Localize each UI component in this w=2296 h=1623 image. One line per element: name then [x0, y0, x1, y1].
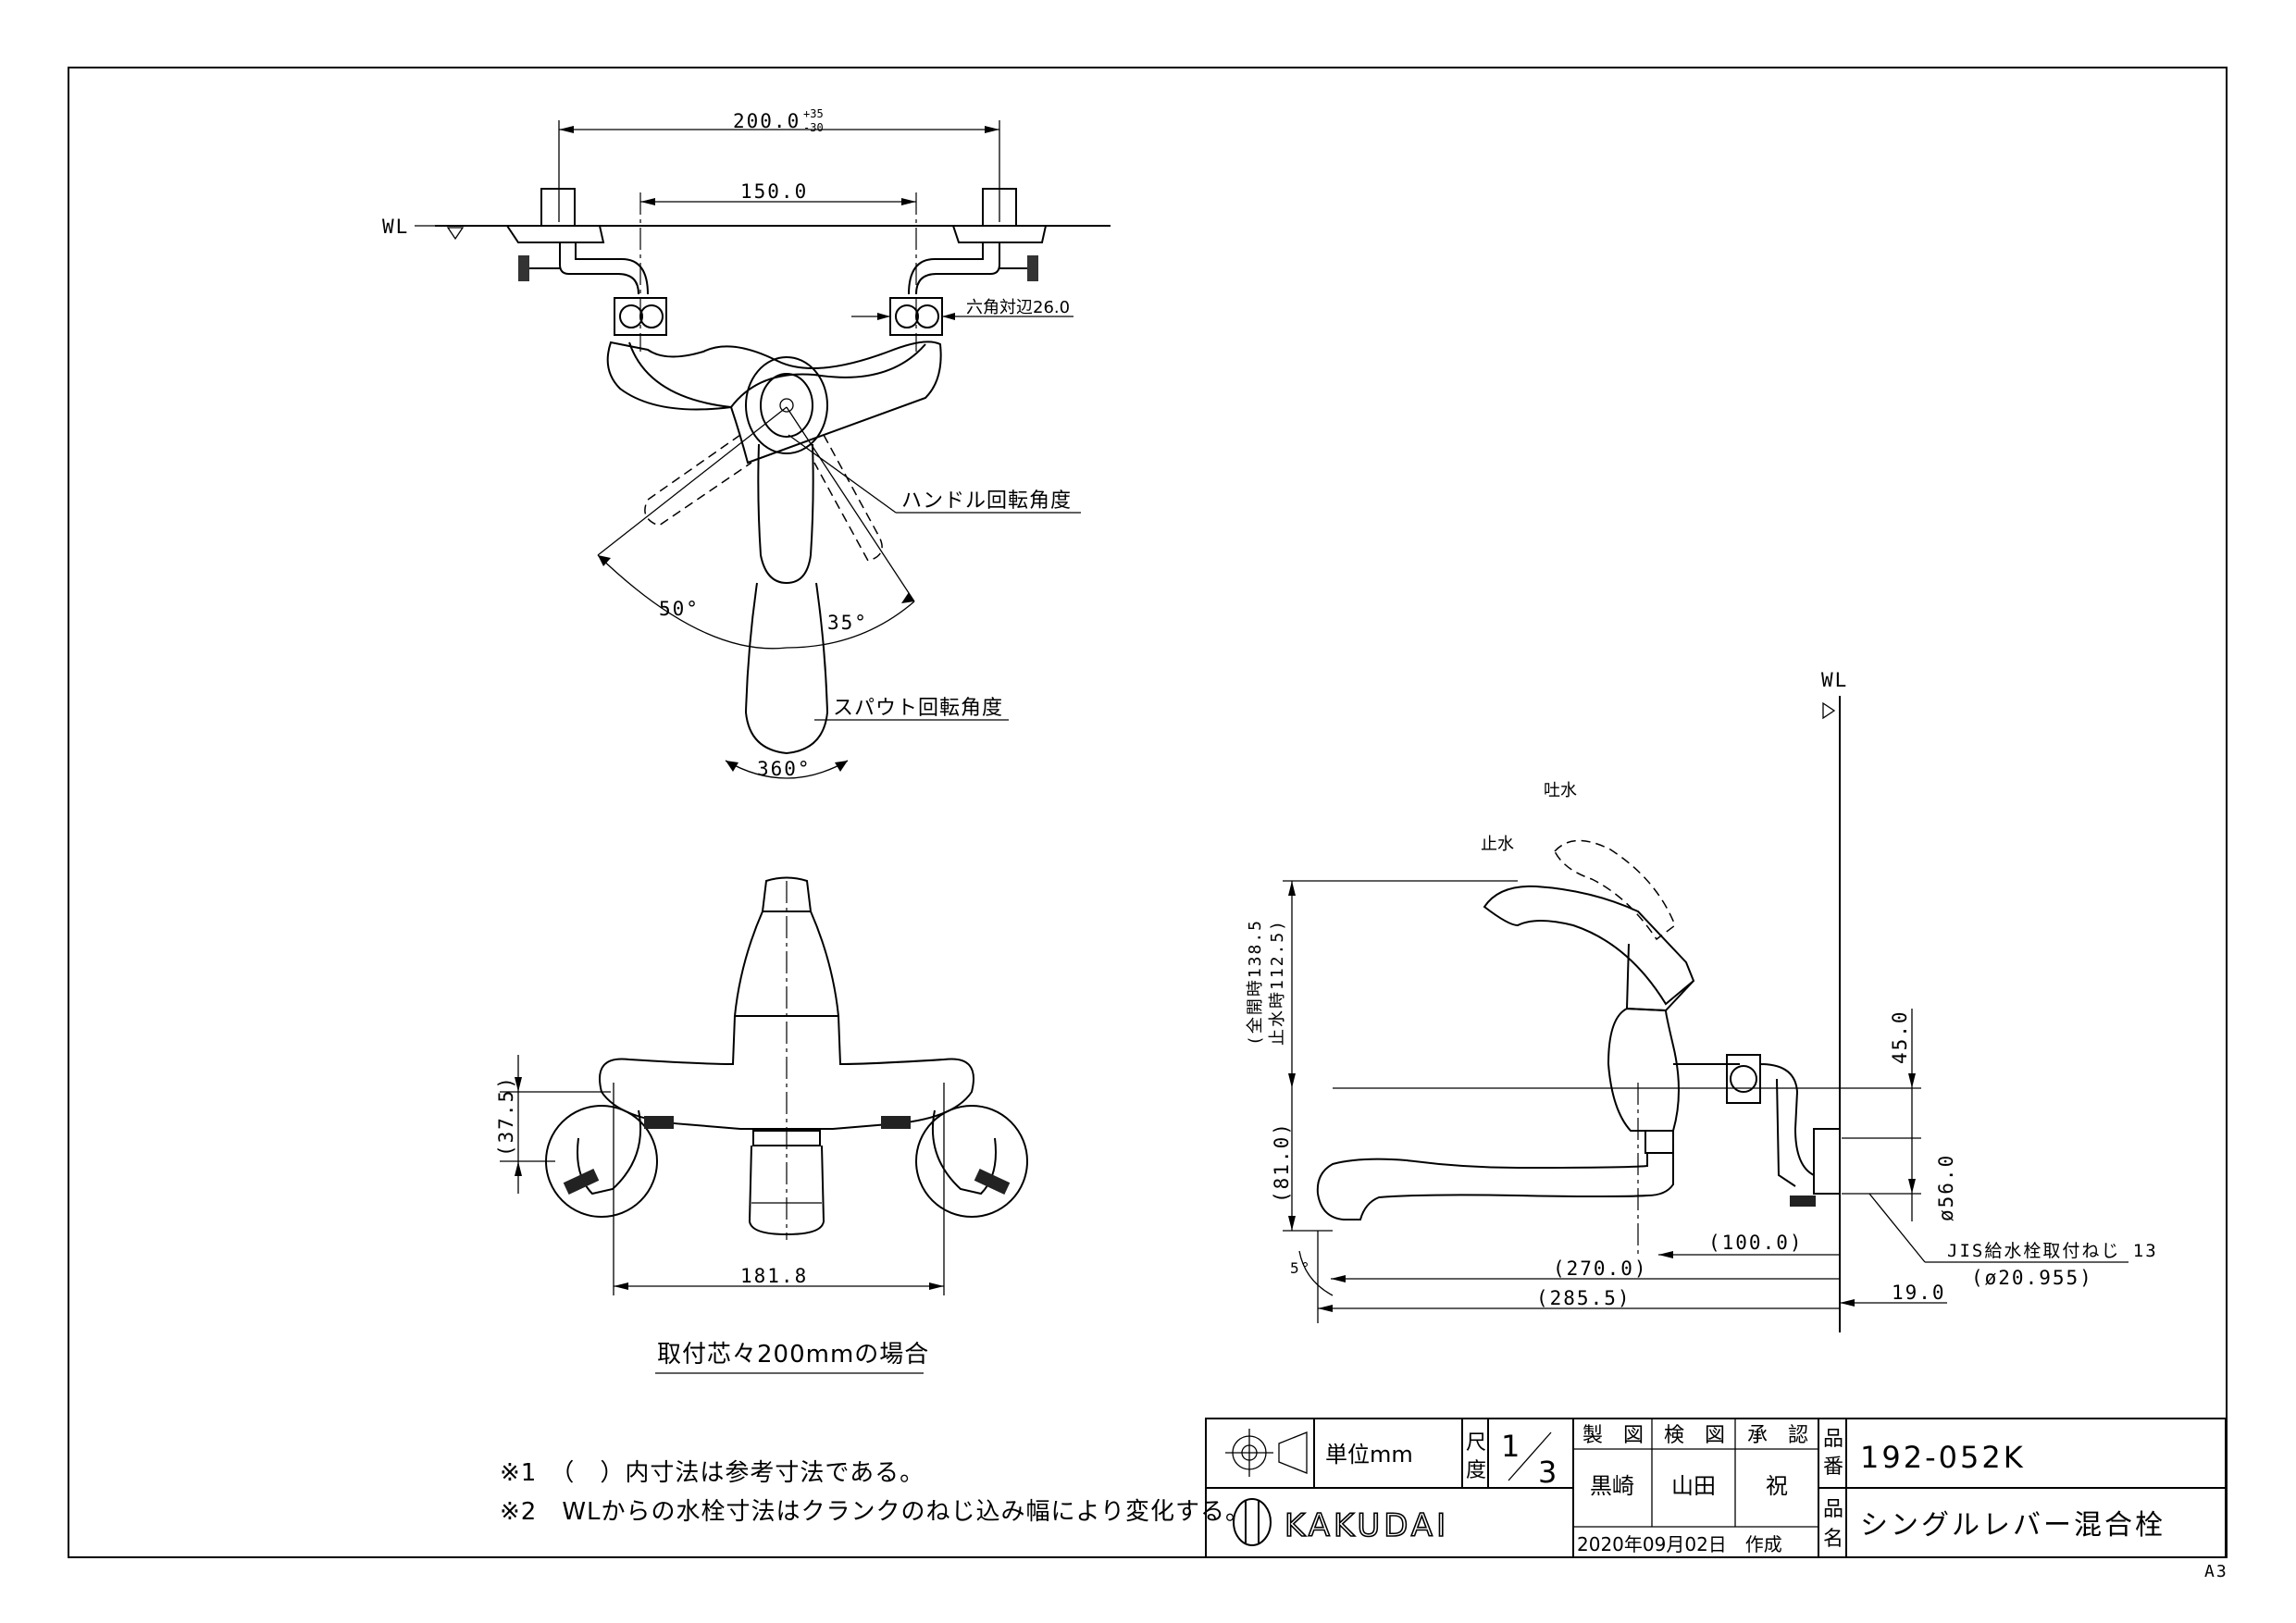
title-block: 単位mm 尺 度 1 3 製 図 検 図 承 認 黒崎 山田 祝 2020年09… [1205, 1418, 2227, 1558]
checked-by: 山田 [1671, 1473, 1716, 1499]
approved-header: 承 認 [1747, 1424, 1808, 1447]
wl-label-side: WL [1821, 669, 1848, 691]
sheet-border [68, 67, 2228, 1558]
angle-50: 50° [659, 598, 700, 620]
note-1: ※1 （ ）内寸法は参考寸法である。 [500, 1459, 925, 1487]
dim-200-tol-minus: -30 [803, 121, 824, 134]
open-label: 吐水 [1544, 781, 1577, 800]
dim-181: 181.8 [740, 1265, 808, 1287]
part-name: シングルレバー混合栓 [1860, 1509, 2166, 1542]
part-no-label-1: 品 [1823, 1428, 1843, 1451]
hex-dim: 六角対辺26.0 [966, 298, 1070, 317]
made-by: 黒崎 [1590, 1473, 1634, 1499]
height-closed: 止水時112.5) [1268, 919, 1287, 1046]
dim-19: 19.0 [1892, 1282, 1946, 1304]
side-view: WL 吐水 止水 (全開時138.5 止水時112.5) [1246, 669, 2158, 1332]
height-full: (全開時138.5 [1246, 919, 1265, 1046]
jis-label: JIS給水栓取付ねじ 13 [1947, 1241, 2158, 1261]
angle-5: 5° [1290, 1259, 1311, 1277]
part-number: 192-052K [1860, 1440, 2026, 1475]
part-name-label-1: 品 [1823, 1498, 1843, 1521]
angle-35: 35° [827, 612, 868, 634]
sheet-size: A3 [2204, 1562, 2228, 1581]
scale-den: 3 [1538, 1455, 1559, 1490]
dim-56: ø56.0 [1935, 1154, 1957, 1221]
dim-37: (37.5) [495, 1075, 517, 1157]
closed-label: 止水 [1481, 835, 1514, 854]
wl-label-top: WL [382, 216, 409, 238]
dim-200: 200.0 [733, 110, 800, 132]
dim-285: (285.5) [1536, 1287, 1632, 1309]
made-header: 製 図 [1582, 1424, 1644, 1447]
company-name: KAKUDAI [1285, 1507, 1449, 1544]
dim-45: 45.0 [1889, 1010, 1911, 1064]
front-view: 181.8 (37.5) 取付芯々200mmの場合 [495, 876, 1028, 1374]
scale-label-2: 度 [1466, 1459, 1486, 1482]
front-caption: 取付芯々200mmの場合 [657, 1341, 929, 1369]
scale-num: 1 [1501, 1429, 1522, 1464]
dim-270: (270.0) [1553, 1258, 1648, 1280]
top-view: WL 200.0 +35 -30 150.0 [382, 107, 1111, 780]
dim-100: (100.0) [1708, 1232, 1804, 1254]
date-created: 2020年09月02日 作成 [1577, 1533, 1782, 1555]
dim-150: 150.0 [740, 180, 808, 203]
checked-header: 検 図 [1664, 1424, 1725, 1447]
unit-label: 単位mm [1325, 1442, 1413, 1468]
jis-dia: (ø20.955) [1971, 1267, 2093, 1289]
handle-angle-label: ハンドル回転角度 [901, 489, 1072, 513]
dim-81: (81.0) [1271, 1121, 1293, 1203]
part-no-label-2: 番 [1823, 1456, 1843, 1479]
approved-by: 祝 [1766, 1473, 1788, 1499]
part-name-label-2: 名 [1823, 1528, 1843, 1551]
spout-angle-label: スパウト回転角度 [833, 697, 1003, 720]
dim-200-tol-plus: +35 [803, 107, 824, 120]
note-2: ※2 WLからの水栓寸法はクランクのねじ込み幅により変化する。 [500, 1498, 1250, 1526]
angle-360: 360° [757, 758, 812, 780]
kakudai-logo: KAKUDAI [1233, 1498, 1449, 1546]
scale-label-1: 尺 [1466, 1431, 1486, 1455]
